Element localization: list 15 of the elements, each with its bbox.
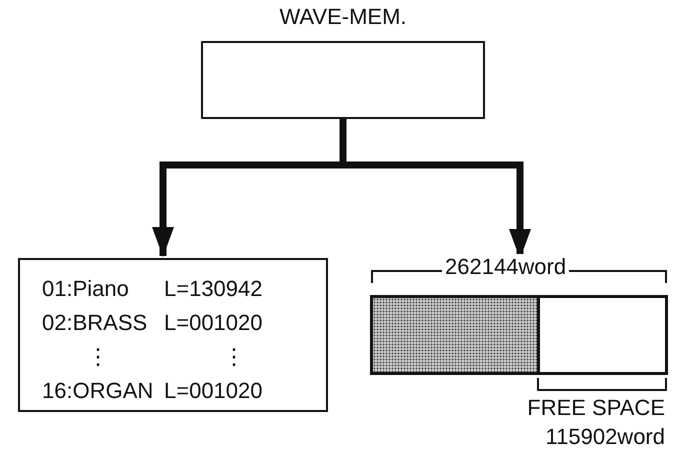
dimension-label: FREE SPACE xyxy=(526,395,666,421)
list-entry: 01:Piano xyxy=(42,275,130,303)
list-entry: ⋮ xyxy=(86,343,110,371)
memory-box xyxy=(201,41,485,119)
memory-bar xyxy=(370,295,668,375)
list-entry: L=001020 xyxy=(164,377,264,405)
node-label: WAVE-MEM. xyxy=(278,4,408,30)
voice-list-box xyxy=(18,258,328,412)
dimension-label: 115902word xyxy=(544,424,666,450)
list-entry: ⋮ xyxy=(222,343,246,371)
list-entry: 02:BRASS xyxy=(42,309,148,337)
list-entry: 16:ORGAN xyxy=(42,377,154,405)
list-entry: L=130942 xyxy=(164,275,264,303)
used-space-block xyxy=(373,298,540,372)
list-entry: L=001020 xyxy=(164,309,264,337)
